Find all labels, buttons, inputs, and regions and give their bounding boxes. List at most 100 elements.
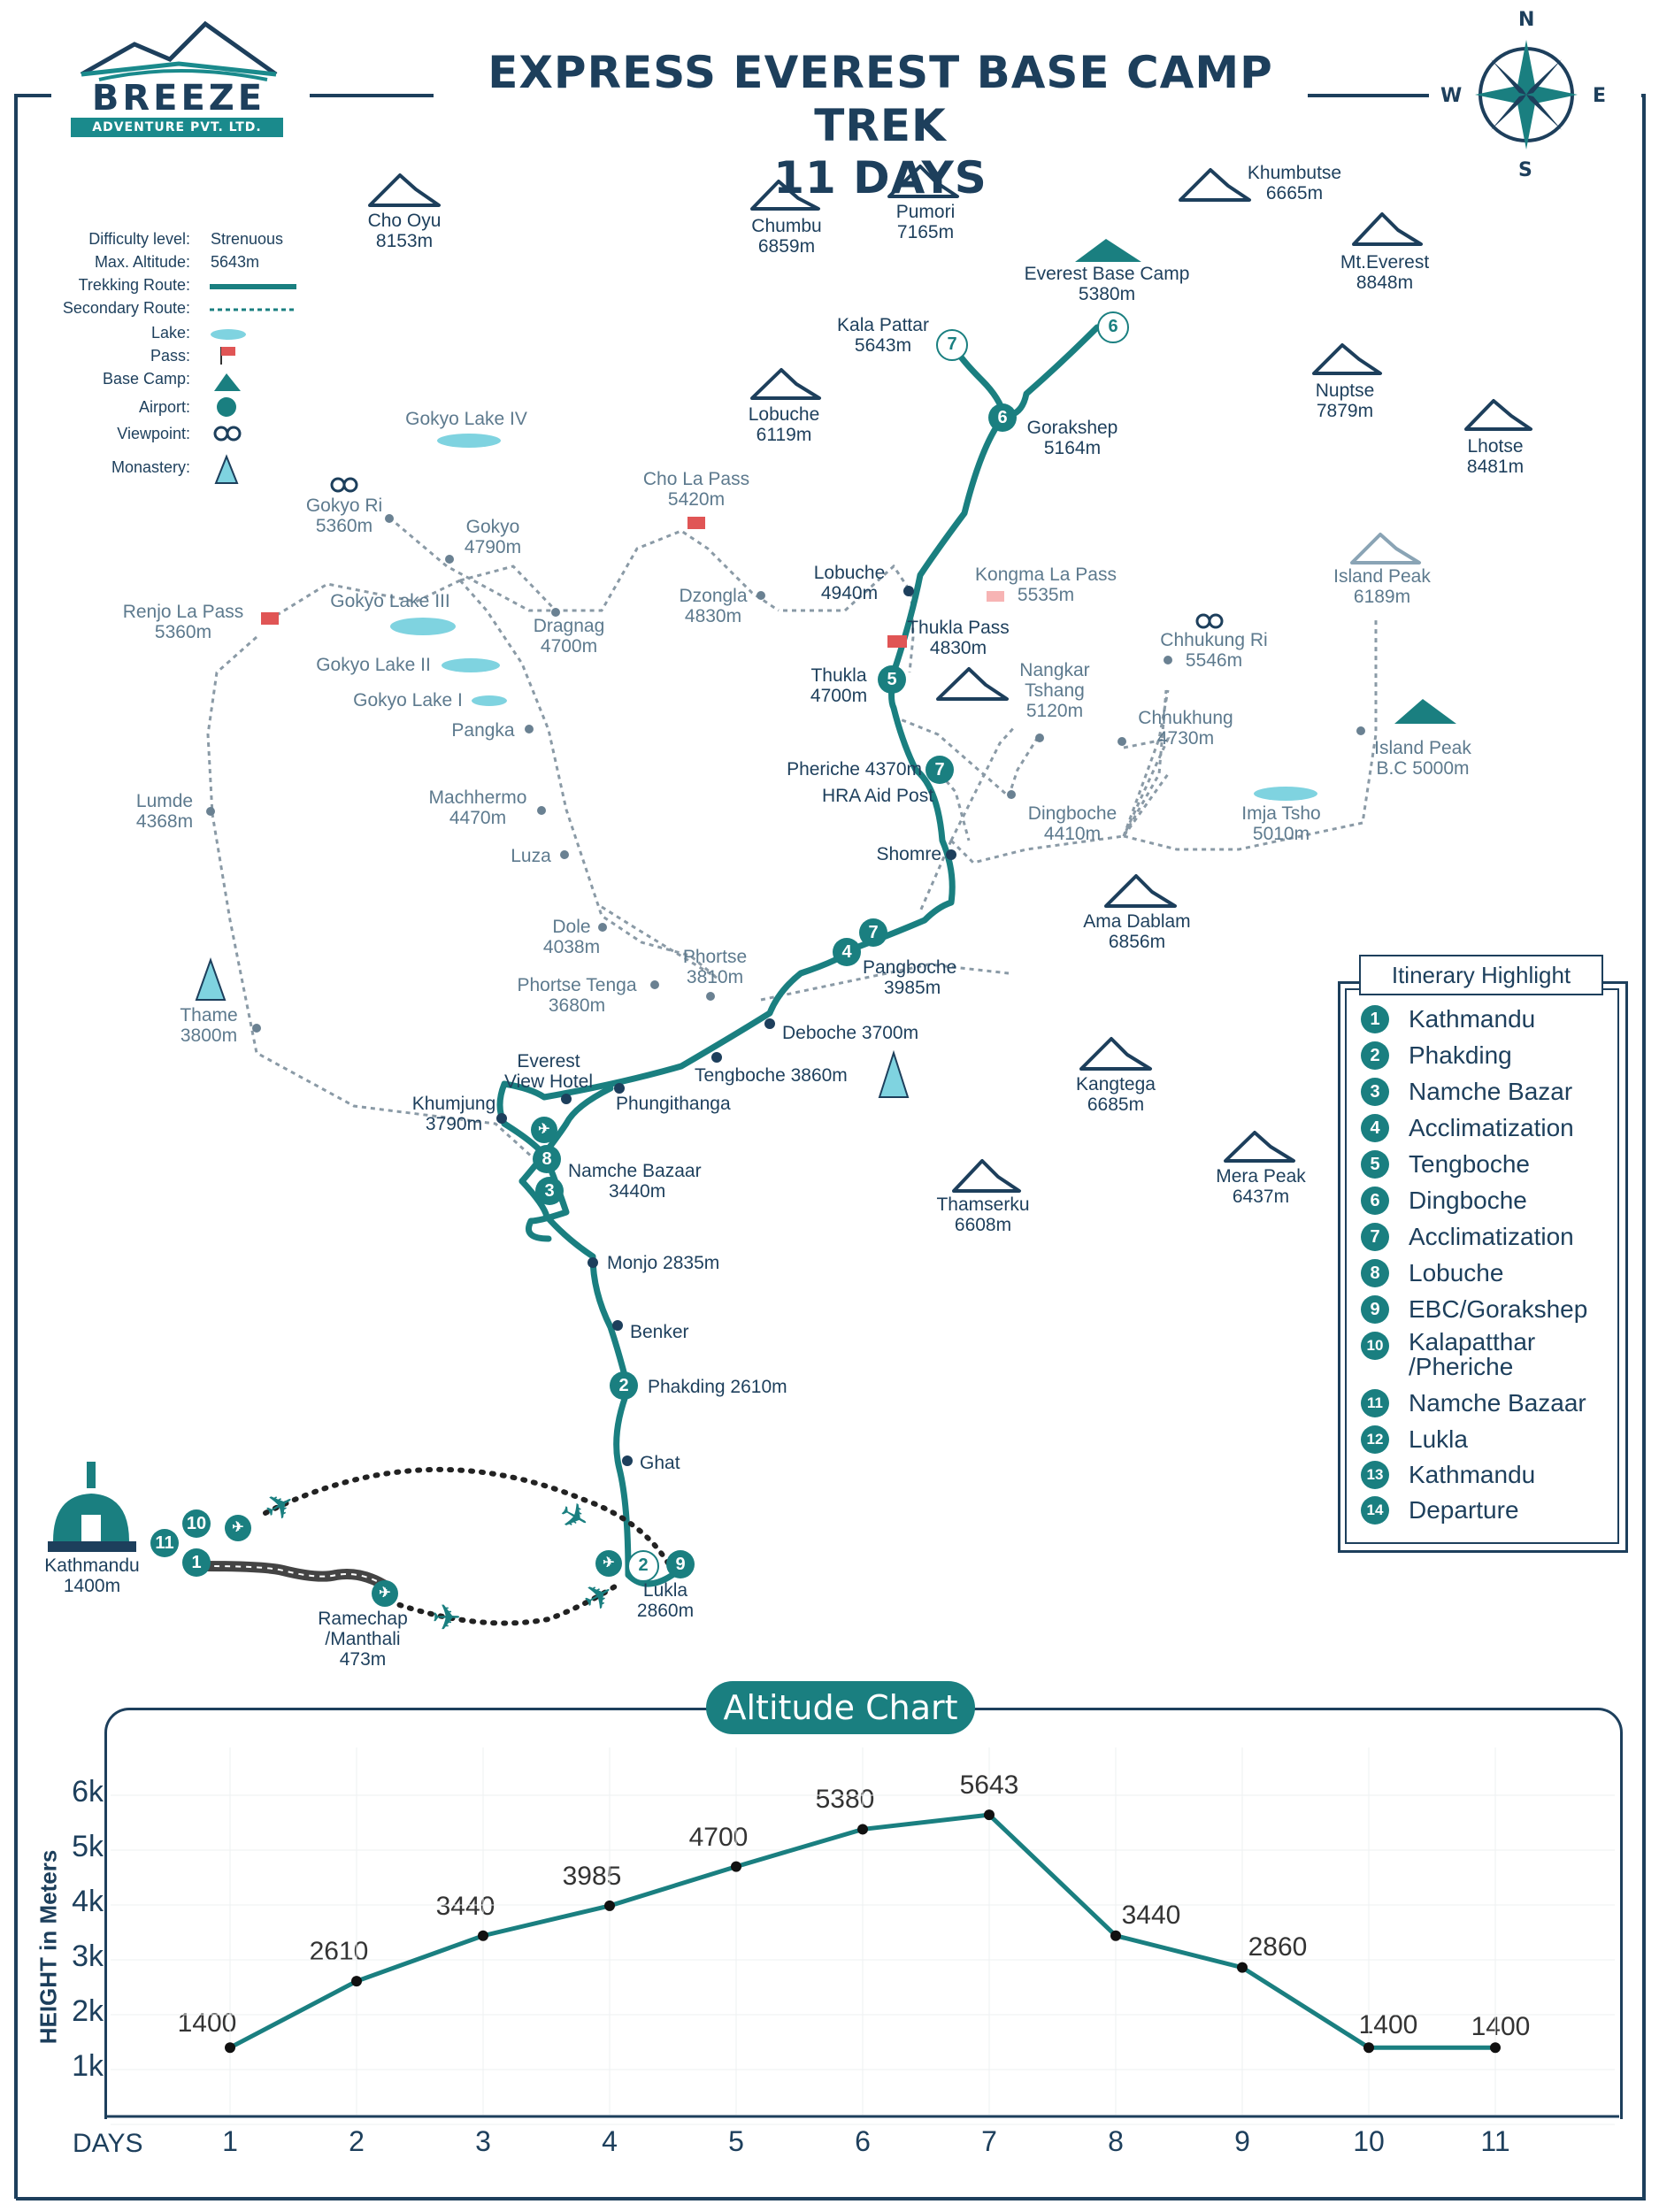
altitude-data-label: 3985 bbox=[562, 1861, 622, 1891]
airport-icon: ✈ bbox=[595, 1550, 622, 1577]
altitude-point bbox=[1363, 2042, 1374, 2054]
mountain-icon bbox=[1352, 212, 1423, 246]
itinerary-number: 14 bbox=[1361, 1496, 1389, 1525]
itinerary-title: Itinerary Highlight bbox=[1359, 955, 1603, 995]
itinerary-number: 8 bbox=[1361, 1259, 1389, 1287]
altitude-data-label: 4700 bbox=[688, 1822, 749, 1852]
chart-x-tick: 9 bbox=[1234, 2125, 1250, 2157]
itinerary-label: Phakding bbox=[1409, 1041, 1512, 1069]
place-phungithanga: Phungithanga bbox=[616, 1094, 731, 1114]
marker-11: 11 bbox=[150, 1529, 179, 1557]
mountain-icon bbox=[750, 180, 820, 211]
chart-x-tick: 1 bbox=[222, 2125, 238, 2157]
place-pangka: Pangka bbox=[451, 720, 515, 741]
marker-2b: 2 bbox=[627, 1550, 659, 1582]
peak-icons bbox=[195, 165, 1532, 1193]
legend-base-camp: Base Camp: bbox=[102, 370, 190, 388]
itinerary-item: 4 Acclimatization bbox=[1361, 1112, 1617, 1146]
mountain-icon bbox=[1224, 1131, 1295, 1163]
altitude-data-label: 2610 bbox=[309, 1937, 369, 1967]
altitude-point bbox=[1237, 1962, 1248, 1973]
base-camp-icon bbox=[1075, 239, 1141, 262]
itinerary-label: Acclimatization bbox=[1409, 1114, 1574, 1141]
itinerary-number: 6 bbox=[1361, 1187, 1389, 1215]
itinerary-number: 3 bbox=[1361, 1078, 1389, 1106]
map-markers: 6 7 6 5 7 7 4 8 3 2 9 2 10 11 1 ✈ ✈ ✈ ✈ … bbox=[150, 311, 1129, 1638]
itinerary-number: 11 bbox=[1361, 1389, 1389, 1417]
chart-title: Altitude Chart bbox=[706, 1681, 975, 1734]
itinerary-number: 4 bbox=[1361, 1114, 1389, 1142]
itinerary-label: Kalapatthar/Pheriche bbox=[1409, 1328, 1536, 1380]
mountain-icon bbox=[1179, 168, 1251, 202]
plane-icon: ✈ bbox=[432, 1599, 462, 1638]
chart-y-tick: 3k bbox=[72, 1939, 104, 1973]
legend-pass: Pass: bbox=[150, 347, 190, 365]
chart-x-tick: 5 bbox=[728, 2125, 744, 2157]
mountain-icon bbox=[368, 173, 441, 207]
lake-gokyo-iii: Gokyo Lake III bbox=[330, 591, 450, 611]
altitude-point bbox=[1110, 1930, 1121, 1941]
legend-airport: Airport: bbox=[138, 398, 190, 416]
place-deboche: Deboche 3700m bbox=[782, 1023, 919, 1043]
monastery-tengboche: Tengboche 3860m bbox=[695, 1065, 848, 1086]
itinerary-label: Dingboche bbox=[1409, 1187, 1527, 1214]
place-luza: Luza bbox=[511, 846, 551, 866]
title-line1: EXPRESS EVEREST BASE CAMP TREK bbox=[488, 47, 1273, 151]
monastery-icon bbox=[878, 1049, 910, 1098]
compass-west: W bbox=[1440, 85, 1463, 107]
logo-name: BREEZE bbox=[91, 78, 266, 119]
chart-x-tick: 7 bbox=[981, 2125, 997, 2157]
mountain-icon bbox=[750, 368, 821, 400]
altitude-data-label: 3440 bbox=[435, 1891, 495, 1921]
viewpoint-icon bbox=[1208, 613, 1224, 629]
marker-10: 10 bbox=[182, 1509, 211, 1538]
itinerary-number: 12 bbox=[1361, 1425, 1389, 1454]
legend-viewpoint: Viewpoint: bbox=[117, 425, 190, 442]
itinerary-label: Kathmandu bbox=[1409, 1461, 1536, 1488]
altitude-data-label: 2860 bbox=[1248, 1932, 1308, 1962]
altitude-point bbox=[478, 1930, 488, 1941]
marker-5: 5 bbox=[878, 665, 906, 694]
marker-7c: 7 bbox=[859, 918, 887, 947]
altitude-data-label: 5380 bbox=[815, 1785, 875, 1815]
monastery-icon bbox=[195, 957, 227, 1001]
chart-y-tick: 2k bbox=[72, 1994, 104, 2028]
compass-south: S bbox=[1518, 159, 1532, 181]
itinerary-number: 13 bbox=[1361, 1461, 1389, 1489]
altitude-data-label: 1400 bbox=[177, 2008, 237, 2039]
place-benker: Benker bbox=[630, 1322, 689, 1342]
place-pheriche: Pheriche 4370m bbox=[787, 759, 922, 780]
place-hra-aid-post: HRA Aid Post bbox=[821, 786, 934, 806]
itinerary-number: 7 bbox=[1361, 1223, 1389, 1251]
marker-7: 7 bbox=[936, 329, 968, 361]
chart-x-tick: 3 bbox=[475, 2125, 491, 2157]
itinerary-label: Kathmandu bbox=[1409, 1005, 1536, 1033]
altitude-point bbox=[1490, 2042, 1501, 2054]
chart-x-tick: 11 bbox=[1480, 2125, 1510, 2157]
